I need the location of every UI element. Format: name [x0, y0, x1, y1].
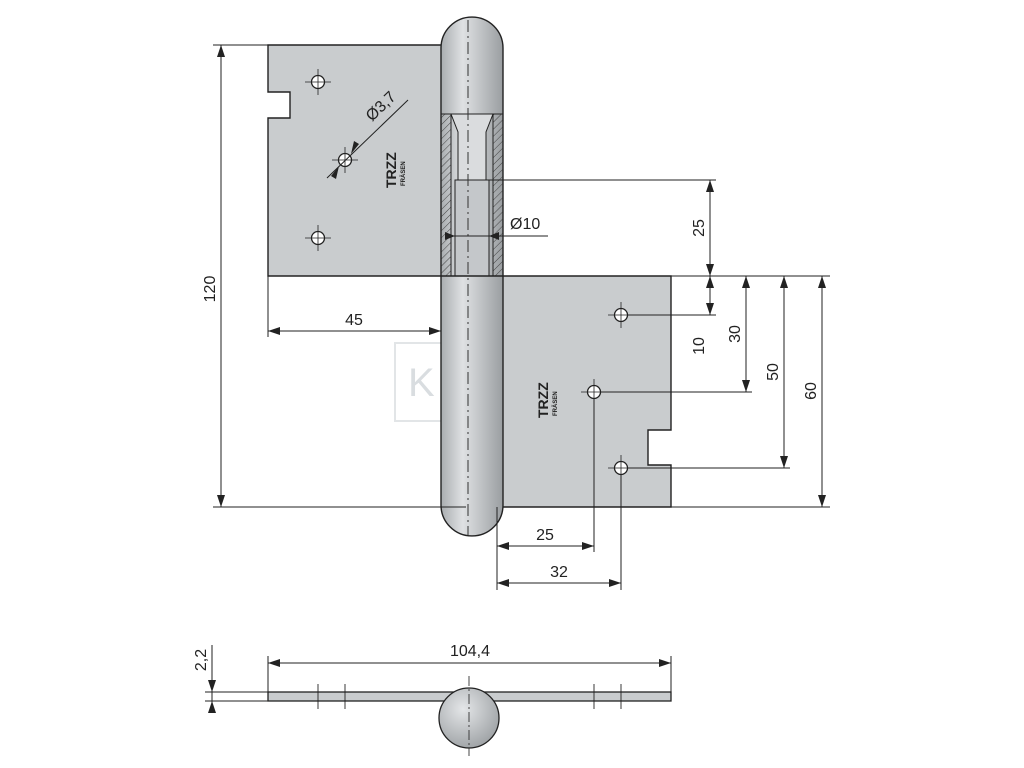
dim-thickness: 2,2 [193, 645, 268, 713]
upper-leaf-holes [305, 69, 358, 251]
dim-pin-diameter-label: Ø10 [510, 216, 540, 233]
lower-leaf-holes [581, 302, 634, 481]
dim-total-height-label: 120 [202, 276, 219, 303]
dim-leaf-width: 45 [267, 276, 441, 337]
dim-total-height: 120 [202, 44, 466, 508]
dim-first-hole-label: 10 [691, 337, 708, 355]
dim-pin-diameter: Ø10 [445, 216, 548, 240]
side-view [267, 676, 672, 756]
dim-slot-center: 50 [628, 276, 790, 469]
logo-lower-brand: TRZZ [535, 382, 551, 418]
sleeve-section-left-wall [440, 113, 452, 277]
dim-leaf-width-label: 45 [345, 312, 363, 329]
upper-leaf-plate [267, 44, 467, 277]
logo-lower: TRZZ FRÄSEN [535, 382, 559, 418]
lower-leaf-plate [465, 275, 672, 508]
dim-pin-to-outer-holes: 32 [497, 475, 622, 590]
dim-thickness-label: 2,2 [193, 649, 210, 671]
dim-middle-hole: 30 [601, 276, 752, 393]
dim-slot-center-label: 50 [765, 363, 782, 381]
logo-upper-brand: TRZZ [383, 152, 399, 188]
dim-middle-hole-label: 30 [727, 325, 744, 343]
dim-pin-to-middle-hole-label: 25 [536, 527, 554, 544]
dim-leaf-height-label: 60 [803, 382, 820, 400]
dim-pin-to-middle-hole: 25 [496, 398, 595, 590]
dim-total-width-label: 104,4 [450, 643, 490, 660]
logo-lower-sub: FRÄSEN [552, 391, 559, 416]
sleeve-section-right-wall [492, 113, 504, 277]
dim-pin-to-outer-holes-label: 32 [550, 564, 568, 581]
logo-upper-sub: FRÄSEN [400, 161, 407, 186]
dim-first-hole: 10 [628, 276, 716, 355]
dim-total-width: 104,4 [267, 643, 672, 692]
dim-sleeve-depth-label: 25 [691, 219, 708, 237]
pin-inside-sleeve [454, 179, 490, 277]
dim-leaf-height: 60 [671, 276, 830, 508]
dim-sleeve-depth: 25 [489, 179, 830, 277]
logo-upper: TRZZ FRÄSEN [383, 152, 407, 188]
